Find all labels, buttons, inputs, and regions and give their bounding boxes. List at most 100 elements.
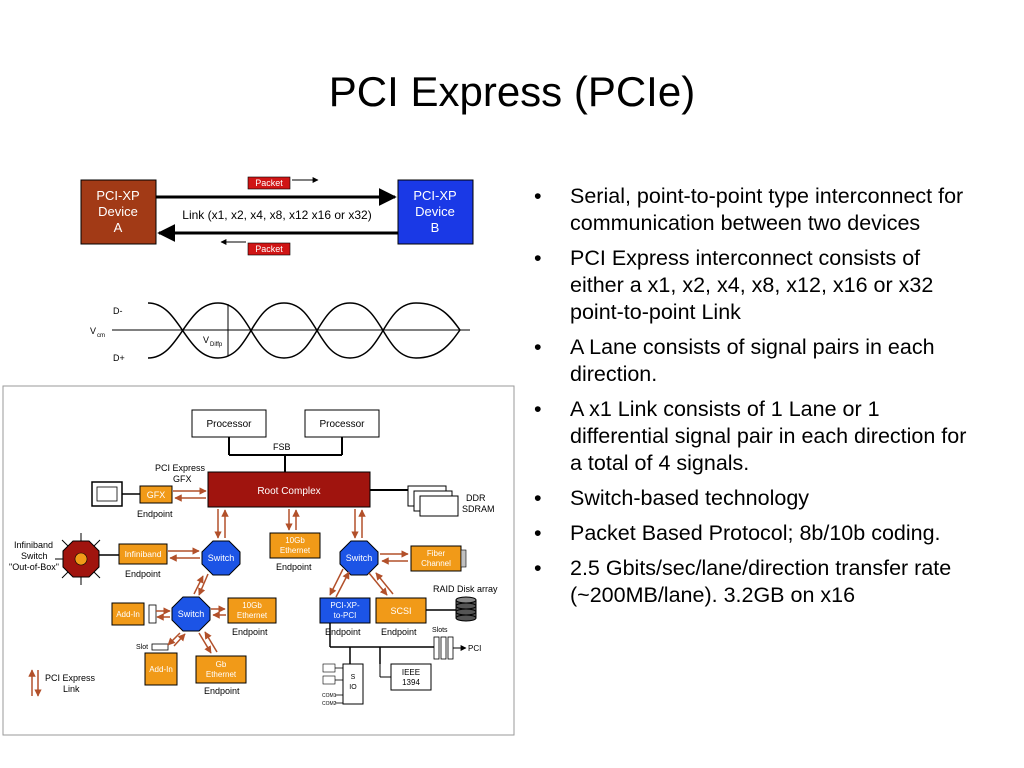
add-in-label-2: Add-In [149,665,173,674]
legend-label-1: PCI Express [45,673,96,683]
signal-figure: D- D+ V cm V Diffp [90,302,470,363]
vcm-label: V [90,326,96,336]
switch-bottom-label: Switch [178,609,205,619]
infiniband-box [118,543,168,565]
switch-right-to-bridge [329,568,344,596]
pci-xp-to-pci-line1: PCI-XP- [330,601,360,610]
processor-label-1: Processor [206,419,252,430]
pci-express-gfx-label-2: GFX [173,474,192,484]
link-figure: PCI-XP Device A PCI-XP Device B Link (x1… [80,176,474,256]
gb-ethernet-line2: Ethernet [206,670,237,679]
gb-ethernet-line1: Gb [216,660,227,669]
ieee-box [390,663,432,691]
tengb-ethernet-top-line2: Ethernet [280,546,311,555]
slide-title: PCI Express (PCIe) [328,68,696,115]
sio-label-2: IO [349,684,357,691]
monitor-screen-icon [96,486,118,502]
packet-top-label: Packet [255,178,283,188]
processor-label-2: Processor [319,419,365,430]
fiber-channel-line2: Channel [421,559,451,568]
infiniband-switch-core-icon [74,552,88,566]
ieee-label-2: 1394 [402,678,420,687]
scsi-endpoint: Endpoint [381,627,417,637]
scsi-box [375,597,427,624]
switch-bottom [171,596,211,632]
packet-bottom-label: Packet [255,244,283,254]
legend-label-2: Link [63,684,80,694]
bullet-item: Switch-based technology [534,485,974,512]
switch-bottom-to-left [193,575,204,595]
gfx-box [139,485,173,504]
pci-slot-3 [447,636,454,660]
pci-label: PCI [468,644,481,653]
device-b-line1: PCI-XP [413,188,456,203]
sio-box [342,663,364,705]
bridge-to-switch-right [335,571,350,598]
com2-label: COM2 [322,701,337,707]
ddr-module-3 [419,495,459,517]
raid-label: RAID Disk array [433,584,498,594]
d-minus-wave [147,302,461,359]
device-a-box [80,179,157,245]
tengb-ethernet-bottom-endpoint: Endpoint [232,627,268,637]
slot-label: Slot [136,644,148,651]
bullet-item: 2.5 Gbits/sec/lane/direction transfer ra… [534,555,974,609]
add-in-2-to-switch [173,633,186,647]
fiber-channel-line1: Fiber [427,549,446,558]
tengb-ethernet-bottom-line1: 10Gb [242,601,262,610]
gfx-endpoint-label: Endpoint [137,509,173,519]
add-in-box-1 [111,602,145,626]
device-a-line2: Device [98,204,138,219]
switch-left-to-bottom [198,573,209,596]
processor-box-2 [304,409,380,438]
topology-figure: Processor Processor FSB Root Complex PCI… [2,385,515,736]
vcm-sub: cm [97,333,105,339]
d-plus-label: D+ [113,353,125,363]
com1-label: COM1 [322,693,337,699]
d-minus-label: D- [113,306,123,316]
tengb-ethernet-box-top [269,532,321,559]
switch-left-label: Switch [208,553,235,563]
infiniband-label: Infiniband [125,549,162,559]
device-b-line3: B [431,220,440,235]
root-complex-box [207,471,371,508]
switch-left [201,540,241,576]
infiniband-endpoint-label: Endpoint [125,569,161,579]
bullet-item: A Lane consists of signal pairs in each … [534,334,974,388]
pci-slot-1 [433,636,440,660]
tengb-ethernet-top-endpoint: Endpoint [276,562,312,572]
switch-right-to-scsi [368,572,388,596]
scsi-label: SCSI [390,606,411,616]
gb-ethernet-endpoint: Endpoint [204,686,240,696]
add-in-box-2 [144,652,178,686]
fiber-connector [460,549,467,568]
pci-xp-to-pci-line2: to-PCI [334,611,357,620]
switch-right [339,540,379,576]
ib-port-se [93,571,101,579]
ib-port-nw [61,539,69,547]
ddr-label-2: SDRAM [462,504,495,514]
vdiff-label: V [203,335,209,345]
device-b-box [397,179,474,245]
pci-xp-to-pci-box [319,597,371,624]
switch-right-label: Switch [346,553,373,563]
vdiff-sub: Diffp [210,342,223,348]
processor-box-1 [191,409,267,438]
ddr-label-1: DDR [466,493,486,503]
infiniband-switch-label-2: Switch [21,551,48,561]
packet-bottom [247,242,291,256]
packet-top [247,176,291,190]
ib-port-sw [61,571,69,579]
add-in-label-1: Add-In [116,610,140,619]
gb-ethernet-box [195,655,247,684]
infiniband-switch-label-1: Infiniband [14,540,53,550]
ieee-label-1: IEEE [402,668,420,677]
slot-2 [151,643,169,651]
bullet-list: Serial, point-to-point type interconnect… [534,183,974,617]
device-a-line1: PCI-XP [96,188,139,203]
pci-slot-2 [440,636,447,660]
fiber-channel-box [410,545,462,572]
switch-to-gb-ethernet [198,632,212,654]
raid-disk-icon [455,596,477,622]
